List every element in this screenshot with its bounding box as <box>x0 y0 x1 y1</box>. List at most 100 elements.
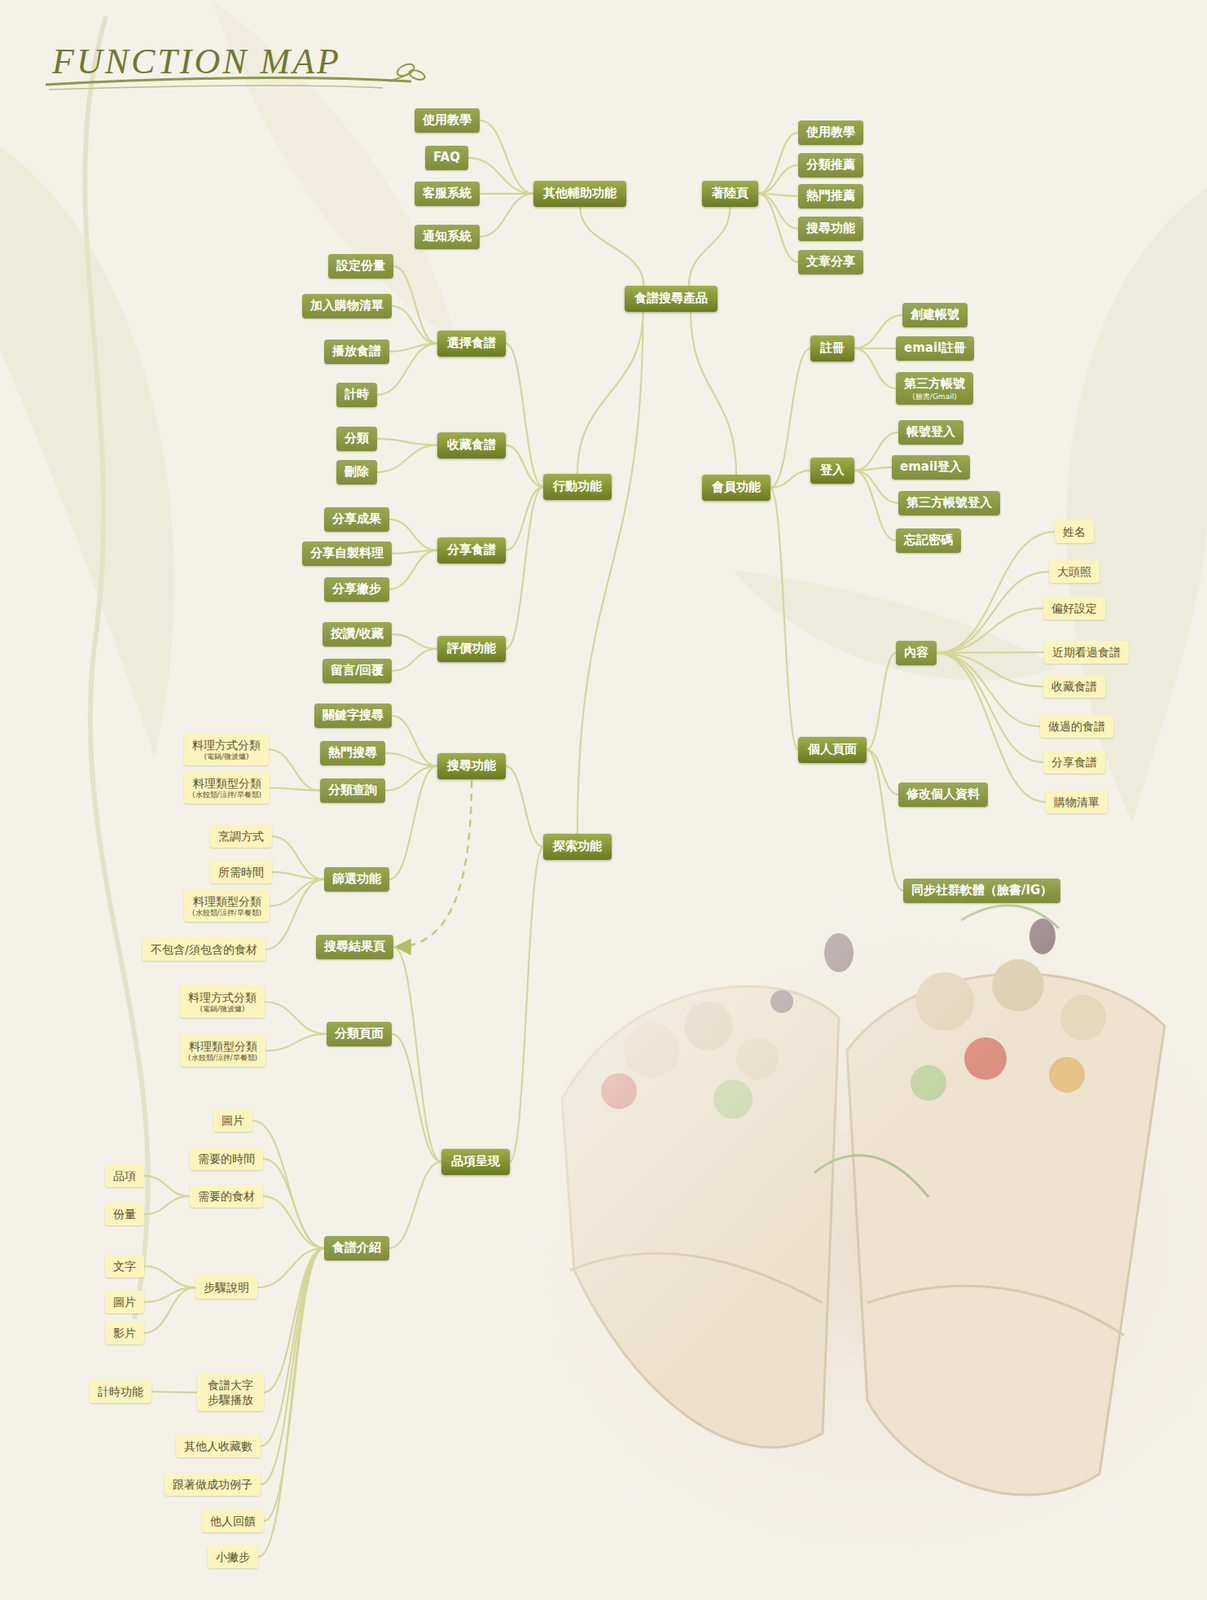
branch-line <box>479 193 534 238</box>
topic-node: 料理方式分類(電鍋/微波爐) <box>179 986 265 1019</box>
branch-line <box>392 634 439 650</box>
branch-line <box>144 1266 196 1288</box>
topic-node: 分類 <box>336 426 378 452</box>
branch-line <box>770 487 799 751</box>
node-label: 文章分享 <box>806 254 856 271</box>
node-label: 其他輔助功能 <box>543 185 617 202</box>
branch-line <box>866 750 899 795</box>
branch-line <box>770 470 811 488</box>
topic-node: 著陸頁 <box>702 180 759 207</box>
branch-line <box>385 753 438 767</box>
node-label: 不包含/須包含的食材 <box>150 942 258 957</box>
topic-node: 跟著做成功例子 <box>164 1473 261 1497</box>
branch-line <box>936 653 1044 763</box>
branch-line <box>265 1034 327 1052</box>
topic-node: 圖片 <box>105 1290 145 1314</box>
topic-node: 料理類型分類(水餃類/涼拌/早餐類) <box>179 1035 266 1067</box>
branch-line <box>144 1176 190 1197</box>
node-note: (水餃類/涼拌/早餐類) <box>192 908 262 918</box>
topic-node: 播放食譜 <box>324 339 390 365</box>
branch-line <box>264 1002 327 1035</box>
node-label: 偏好設定 <box>1051 601 1098 616</box>
branch-line <box>260 1248 325 1485</box>
topic-node: 忘記密碼 <box>895 528 962 554</box>
topic-node: 修改個人資料 <box>898 782 988 808</box>
node-label: 修改個人資料 <box>906 786 980 804</box>
topic-node: 圖片 <box>213 1109 253 1133</box>
node-label: 收藏食譜 <box>447 437 496 454</box>
node-label: 近期看過食譜 <box>1052 645 1121 660</box>
topic-node: 分享食譜 <box>1043 750 1106 774</box>
node-label: 評價功能 <box>447 640 496 658</box>
branch-line <box>505 487 544 551</box>
branch-line <box>389 1162 442 1249</box>
leaf-doodle <box>389 61 426 82</box>
branch-line <box>509 847 544 1163</box>
node-label: 登入 <box>820 462 845 479</box>
node-label: 分享食譜 <box>447 542 496 559</box>
node-label: 加入購物清單 <box>310 298 384 315</box>
food-photo <box>464 871 1207 1600</box>
node-label: 收藏食譜 <box>1051 679 1098 694</box>
node-label: 同步社群軟體（臉書/IG） <box>911 882 1053 900</box>
node-label: 品項呈現 <box>451 1154 501 1171</box>
topic-node: 分享食譜 <box>437 537 506 564</box>
branch-line <box>758 165 799 194</box>
node-label: 分類推薦 <box>806 157 856 174</box>
branch-line <box>391 1034 442 1163</box>
topic-node: 搜尋結果頁 <box>316 934 394 960</box>
node-label: 料理類型分類 <box>192 776 262 791</box>
branch-line <box>144 1196 190 1215</box>
node-label: 會員功能 <box>711 479 761 496</box>
topic-node: 品項呈現 <box>441 1149 510 1176</box>
node-label: 帳號登入 <box>906 424 956 441</box>
branch-line <box>272 872 325 880</box>
branch-line <box>689 206 731 287</box>
node-note: (水餃類/涼拌/早餐類) <box>188 1053 258 1063</box>
node-label: 大頭照 <box>1057 564 1092 580</box>
topic-node: 品項 <box>105 1164 145 1188</box>
branch-line <box>269 788 321 791</box>
node-label: 品項 <box>113 1168 137 1184</box>
topic-node: 內容 <box>895 640 937 666</box>
topic-node: 做過的食譜 <box>1040 715 1114 738</box>
topic-node: 料理方式分類(電鍋/微波爐) <box>184 733 269 766</box>
topic-node: 影片 <box>105 1321 145 1345</box>
topic-node: 個人頁面 <box>798 737 867 764</box>
branch-line <box>505 343 544 488</box>
branch-line <box>269 879 325 907</box>
node-label: 分享撇步 <box>332 581 382 598</box>
node-label: 料理方式分類 <box>188 990 257 1006</box>
topic-node: 需要的時間 <box>189 1147 264 1171</box>
node-label: 第三方帳號登入 <box>906 495 992 512</box>
node-label: 購物清單 <box>1053 794 1100 810</box>
topic-node: 使用教學 <box>414 108 480 133</box>
topic-node: 需要的食材 <box>189 1185 264 1208</box>
node-label: 熱門搜尋 <box>328 745 378 762</box>
node-label: 分類查詢 <box>328 782 378 799</box>
branch-line <box>263 1196 325 1249</box>
node-label: 影片 <box>113 1325 137 1341</box>
node-note: (電鍋/微波爐) <box>188 1005 257 1014</box>
node-label: 料理類型分類 <box>192 894 262 909</box>
branch-line <box>144 1287 196 1334</box>
topic-node: 料理類型分類(水餃類/涼拌/早餐類) <box>184 890 270 922</box>
branch-line <box>936 653 1046 803</box>
node-label: 分類 <box>344 430 369 448</box>
branch-line <box>866 750 904 891</box>
branch-line <box>758 193 799 263</box>
node-label: 需要的時間 <box>197 1151 255 1167</box>
topic-node: 文章分享 <box>798 250 864 275</box>
topic-node: 食譜大字 步驟播放 <box>197 1373 264 1412</box>
topic-node: 按讚/收藏 <box>322 622 392 647</box>
node-note: (電鍋/微波爐) <box>192 752 261 762</box>
node-label: 分類頁面 <box>334 1026 384 1043</box>
node-label: 選擇食譜 <box>447 335 496 352</box>
topic-node: 加入購物清單 <box>302 294 392 319</box>
branch-line <box>866 653 896 751</box>
branch-line <box>758 193 799 229</box>
branch-line <box>577 311 644 835</box>
topic-node: 食譜介紹 <box>324 1236 390 1261</box>
node-label: 行動功能 <box>553 478 602 496</box>
node-label: FAQ <box>433 149 461 167</box>
